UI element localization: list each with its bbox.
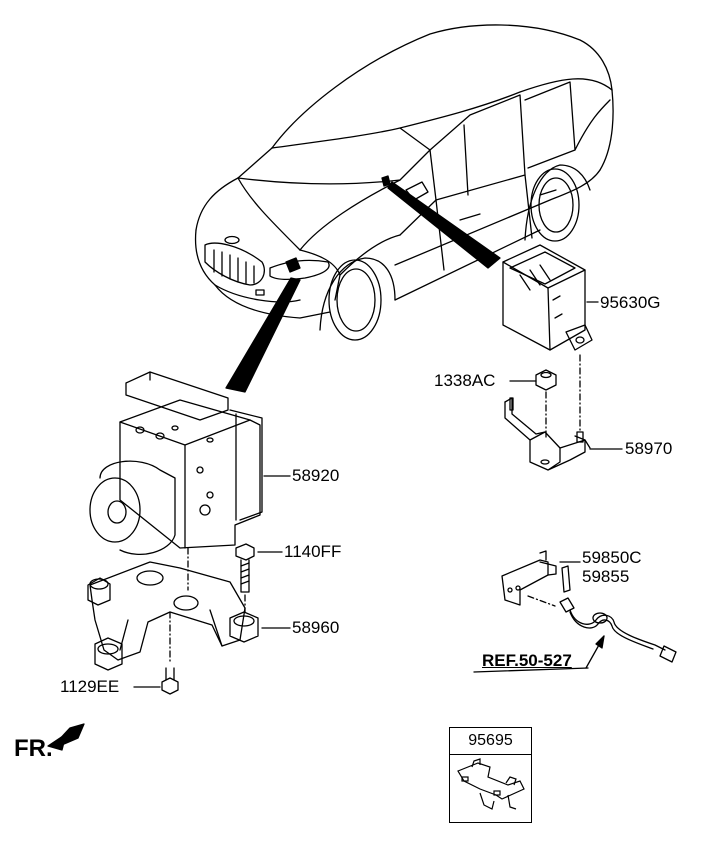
yaw-rate-sensor — [502, 244, 593, 351]
bolt-1140FF — [235, 543, 255, 593]
bolt-1129EE — [161, 667, 179, 695]
label-1129EE: 1129EE — [60, 677, 120, 696]
part-box-95695: 95695 — [449, 727, 532, 823]
label-95630G: 95630G — [600, 293, 661, 312]
pointer-sensor — [387, 181, 501, 269]
wheel-sensor-cable — [559, 597, 677, 663]
clip-bracket-drawing — [457, 758, 525, 810]
label-59850C: 59850C — [582, 548, 642, 567]
label-95695: 95695 — [450, 728, 531, 755]
ref-underline — [473, 667, 589, 673]
label-fr: FR. — [14, 735, 53, 762]
label-1338AC: 1338AC — [434, 371, 496, 390]
label-58960: 58960 — [292, 618, 340, 637]
bracket-58970 — [504, 397, 591, 471]
label-59855: 59855 — [582, 567, 630, 586]
dashed-59850C — [527, 595, 556, 607]
ref-arrow-head — [595, 635, 605, 649]
pointer-abs — [225, 277, 301, 393]
label-ref: REF.50-527 — [482, 651, 572, 670]
wheel-sensor-bracket — [501, 550, 571, 606]
label-58920: 58920 — [292, 466, 340, 485]
label-1140FF: 1140FF — [284, 542, 342, 561]
car-illustration — [194, 24, 614, 341]
fr-arrow-head — [47, 733, 67, 751]
nut-1338AC — [535, 369, 557, 391]
label-58970: 58970 — [625, 439, 673, 458]
mounting-bracket-58960 — [87, 561, 259, 671]
abs-modulator — [89, 371, 263, 555]
